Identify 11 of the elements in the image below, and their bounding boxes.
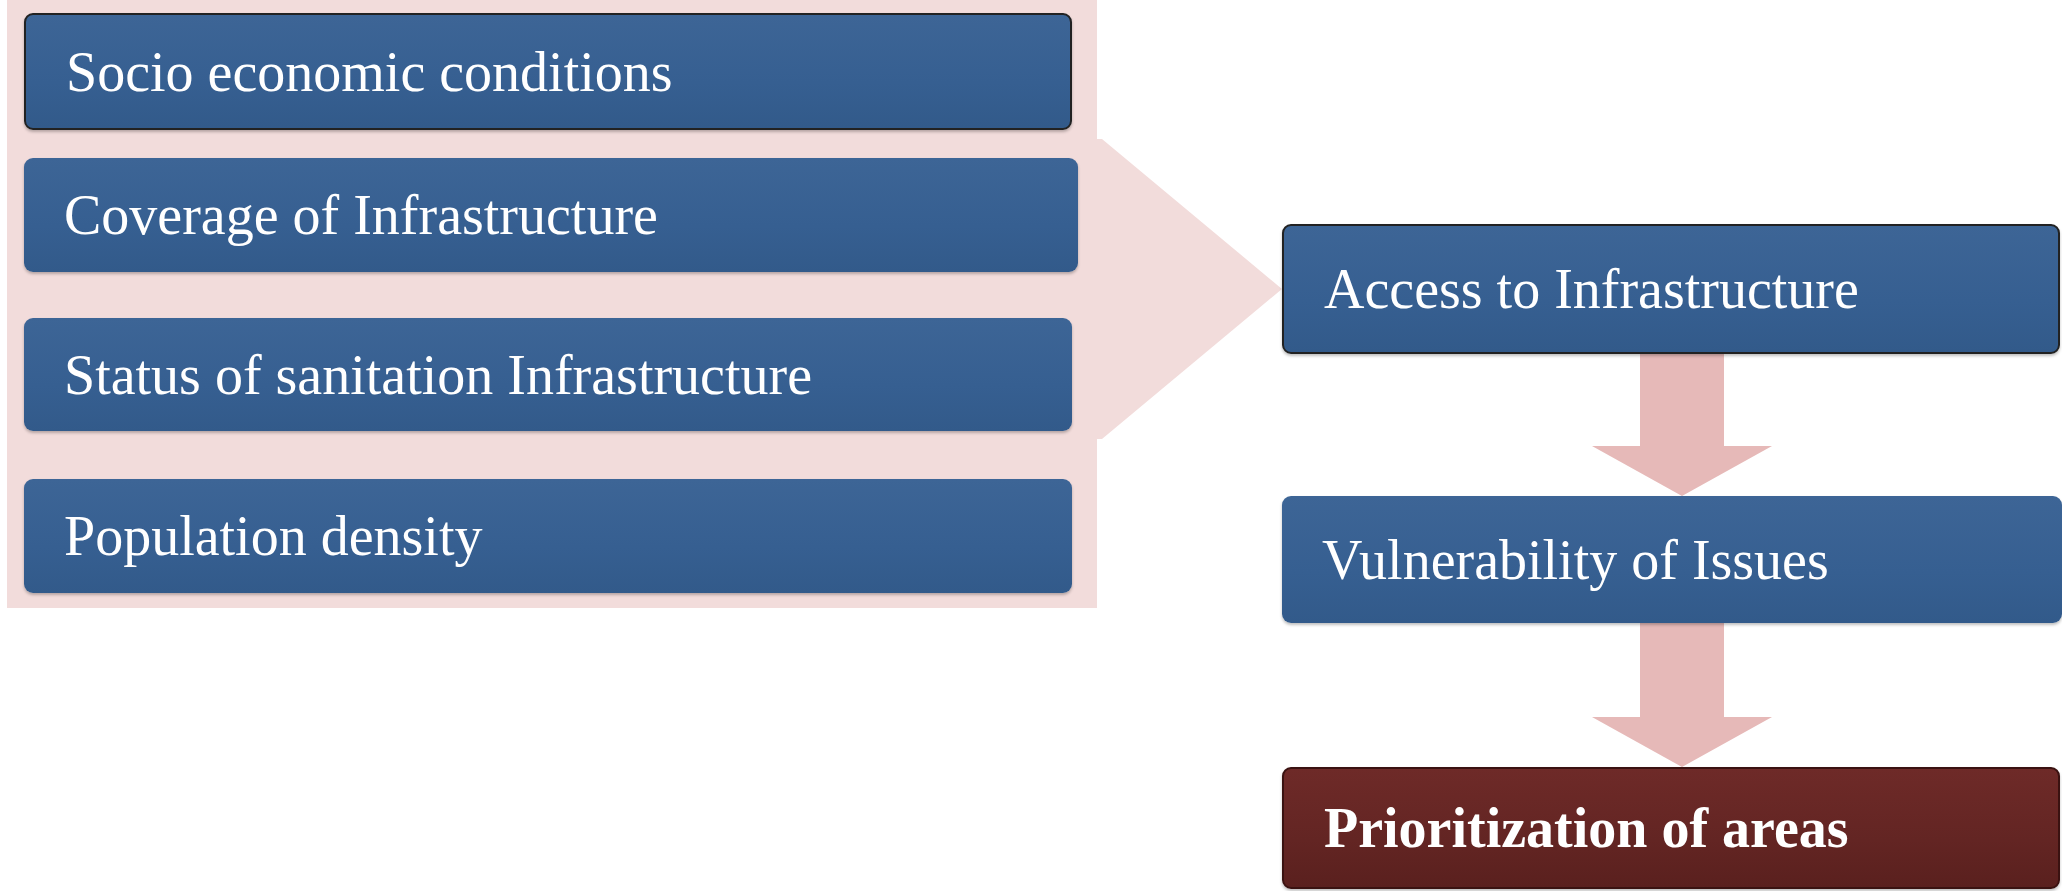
chevron-arrow — [1096, 139, 1282, 439]
process-box: Population density — [24, 479, 1072, 593]
block-arrow — [1592, 354, 1772, 496]
process-box: Socio economic conditions — [24, 13, 1072, 130]
process-box: Coverage of Infrastructure — [24, 158, 1078, 272]
process-box: Vulnerability of Issues — [1282, 496, 2062, 623]
process-box: Status of sanitation Infrastructure — [24, 318, 1072, 431]
process-box: Access to Infrastructure — [1282, 224, 2060, 354]
block-arrow — [1592, 623, 1772, 767]
group-panel — [7, 0, 1097, 608]
result-box: Prioritization of areas — [1282, 767, 2060, 889]
